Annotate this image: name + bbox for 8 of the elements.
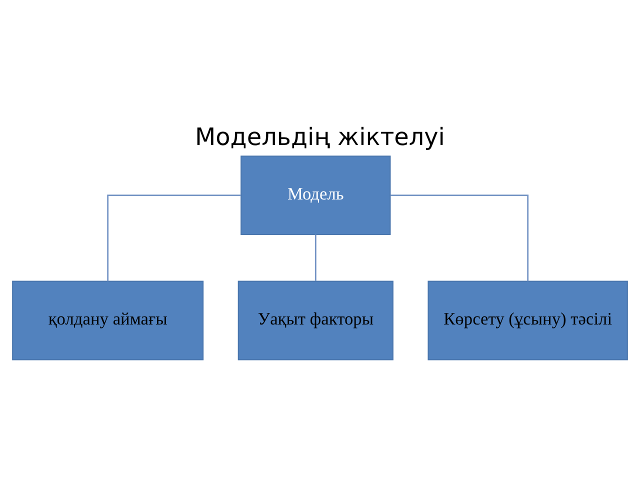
connector [107,194,241,281]
connector [390,194,529,281]
diagram-title: Модельдің жіктелуі [195,122,445,150]
node-box: Модель [240,155,391,235]
connector [314,234,316,280]
node-box: Көрсету (ұсыну) тәсілі [428,280,628,360]
node-box: Уақыт факторы [238,280,394,360]
node-box: қолдану аймағы [12,280,204,360]
